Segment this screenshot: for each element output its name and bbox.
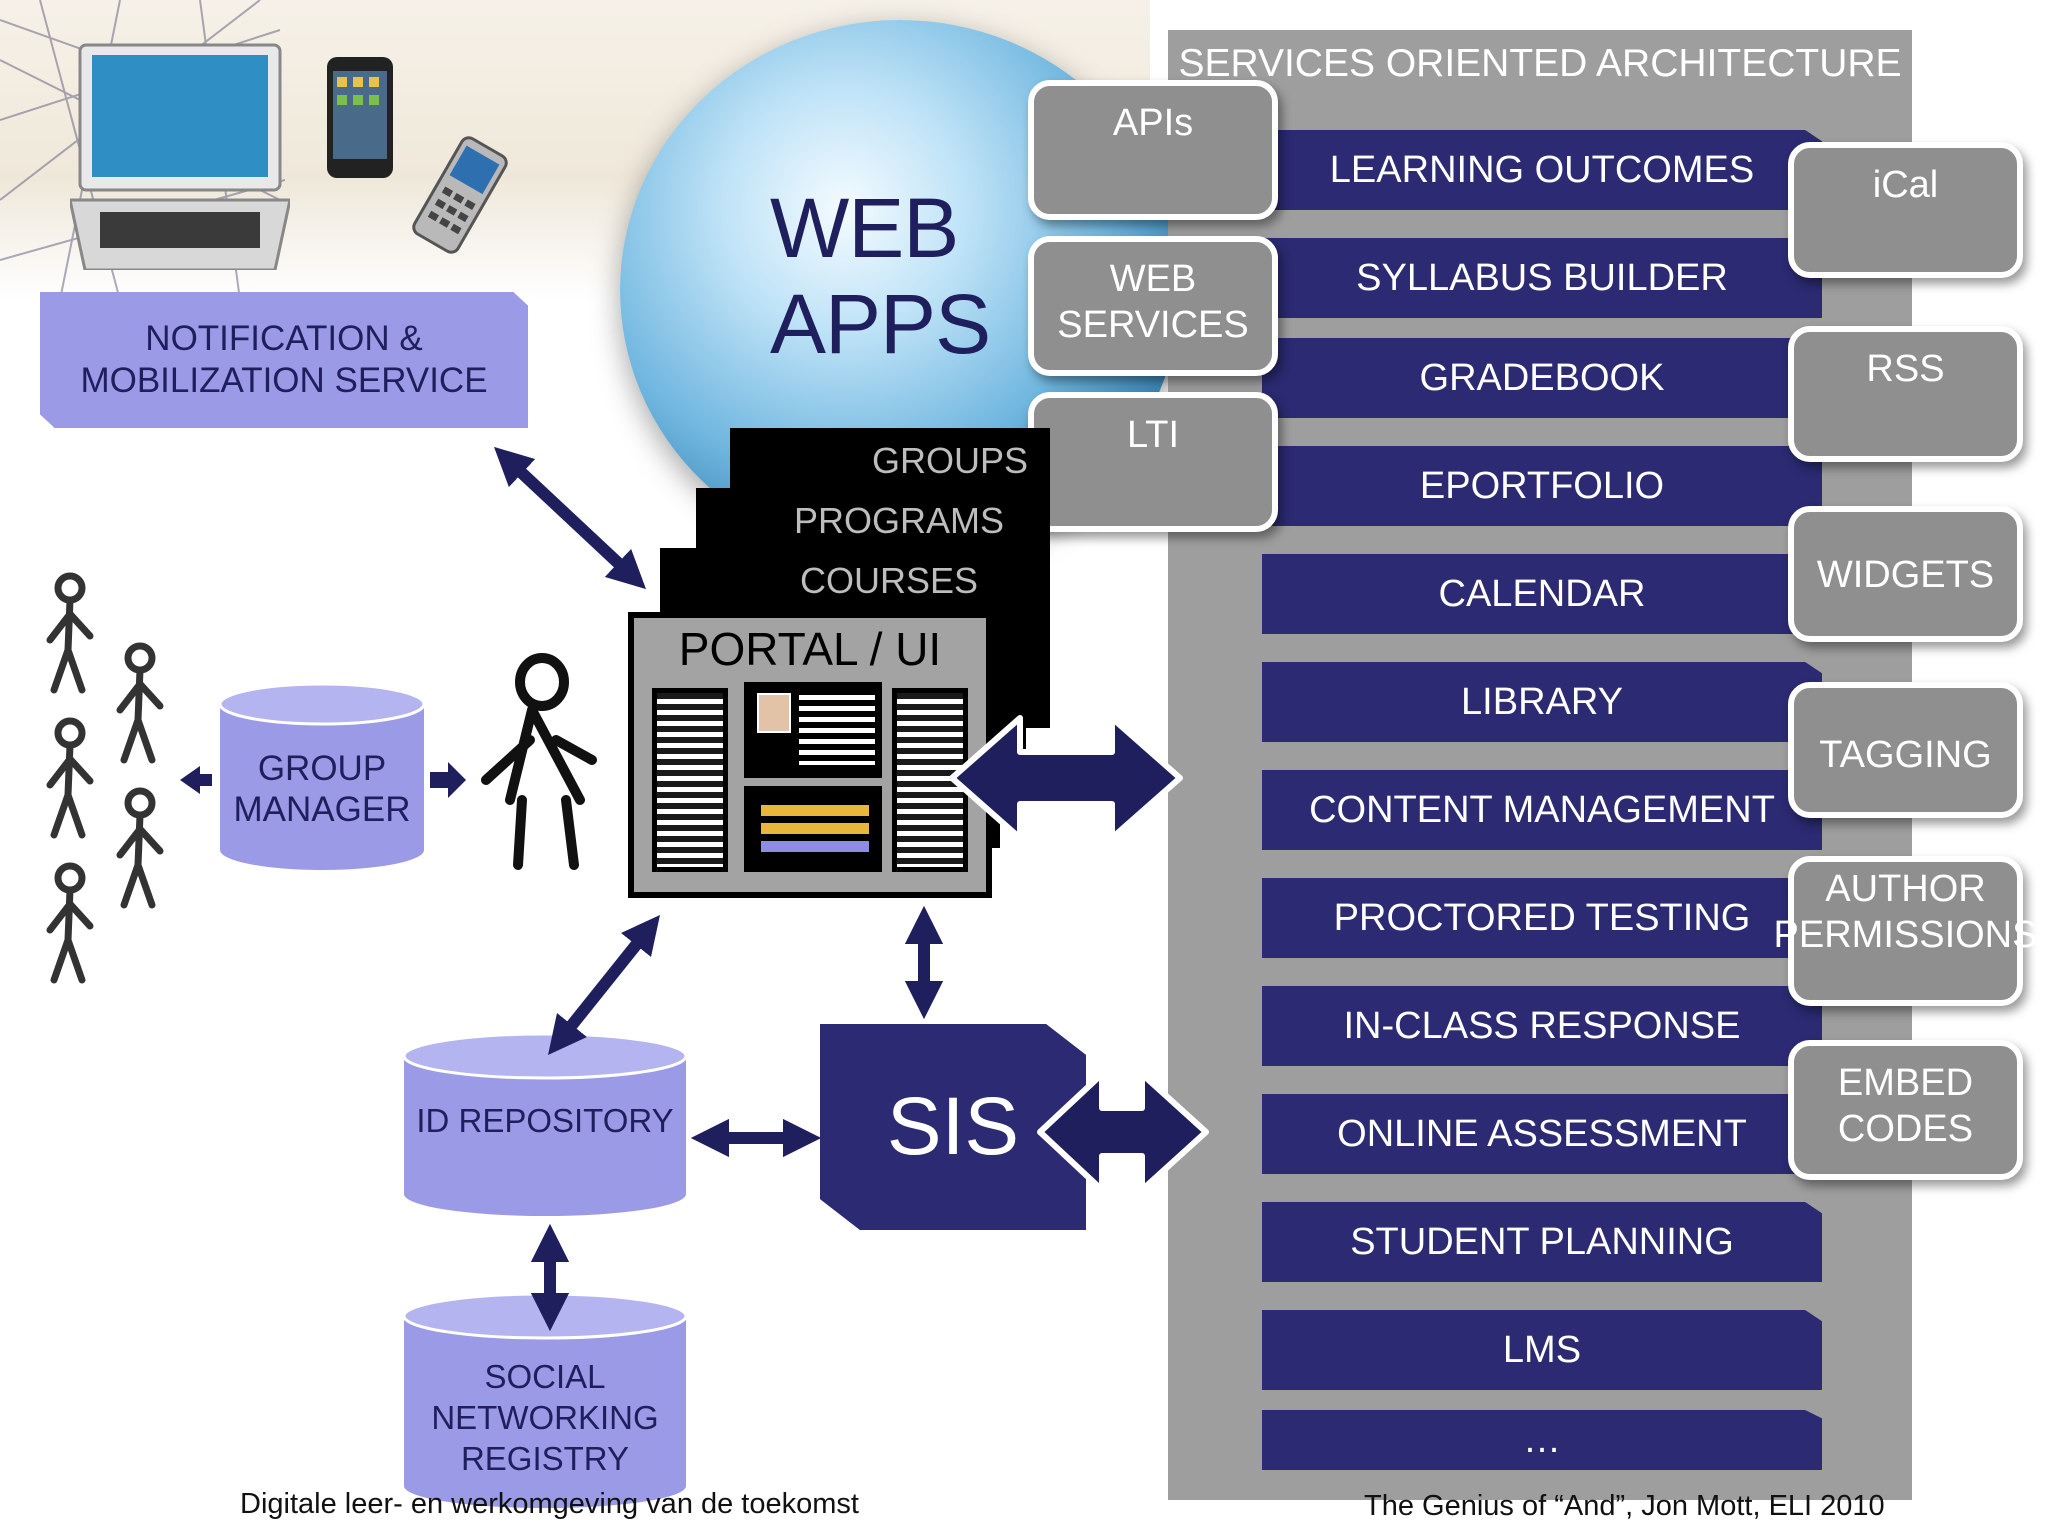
arrow-notification-portal — [493, 446, 647, 590]
connector-rss: RSS — [1788, 326, 2023, 462]
connector-web-services: WEB SERVICES — [1028, 236, 1278, 376]
connector-widgets: WIDGETS — [1788, 506, 2023, 642]
people-group-icon — [46, 572, 164, 984]
connector-apis: APIs — [1028, 80, 1278, 220]
service-bar: LEARNING OUTCOMES — [1262, 130, 1822, 210]
laptop-icon — [70, 43, 290, 270]
footer-right-caption: The Genius of “And”, Jon Mott, ELI 2010 — [1364, 1490, 1885, 1522]
person-icon — [481, 653, 597, 870]
bar-yellow — [761, 823, 869, 834]
service-bar: EPORTFOLIO — [1262, 446, 1822, 526]
id-repository-label: ID REPOSITORY — [416, 1102, 674, 1139]
service-bar: CONTENT MANAGEMENT — [1262, 770, 1822, 850]
service-bar: SYLLABUS BUILDER — [1262, 238, 1822, 318]
connector-ical: iCal — [1788, 142, 2023, 278]
soa-title: SERVICES ORIENTED ARCHITECTURE — [1178, 42, 1902, 85]
service-bar: GRADEBOOK — [1262, 338, 1822, 418]
connector-embed-codes: EMBED CODES — [1788, 1040, 2023, 1180]
service-bar: IN-CLASS RESPONSE — [1262, 986, 1822, 1066]
service-bar: CALENDAR — [1262, 554, 1822, 634]
footer-left-caption: Digitale leer- en werkomgeving van de to… — [240, 1488, 859, 1520]
arrow-portal-id — [548, 915, 660, 1055]
headline-line: WEB — [770, 181, 959, 275]
mobile-phone-icon — [412, 136, 508, 254]
portal-profile-panel — [744, 682, 882, 778]
bar-lavender — [761, 841, 869, 852]
avatar — [757, 693, 791, 733]
web-apps-headline: WEB APPS — [770, 180, 991, 372]
service-bar: STUDENT PLANNING — [1262, 1202, 1822, 1282]
service-bar: … — [1262, 1410, 1822, 1470]
social-registry-label: SOCIAL NETWORKING REGISTRY — [431, 1358, 659, 1477]
connector-author-permissions: AUTHOR PERMISSIONS — [1774, 856, 2037, 1006]
sis-box: SIS — [820, 1024, 1086, 1230]
smartphone-icon — [327, 57, 393, 178]
portal-right-column — [892, 688, 968, 872]
arrow-group-to-person — [430, 762, 466, 798]
service-bar: ONLINE ASSESSMENT — [1262, 1094, 1822, 1174]
portal-left-column — [652, 688, 728, 872]
service-bar: LIBRARY — [1262, 662, 1822, 742]
bar-yellow — [761, 805, 869, 816]
service-bar: PROCTORED TESTING — [1262, 878, 1822, 958]
connector-tagging: TAGGING — [1788, 682, 2023, 818]
portal-title: PORTAL / UI — [678, 623, 942, 675]
portal-bars-panel — [744, 786, 882, 872]
profile-text-lines — [799, 695, 875, 765]
connector-lti: LTI — [1028, 392, 1278, 532]
group-manager-label: GROUP MANAGER — [233, 749, 411, 829]
notification-service-box: NOTIFICATION & MOBILIZATION SERVICE — [40, 292, 528, 428]
headline-line: APPS — [770, 277, 991, 371]
service-bar: LMS — [1262, 1310, 1822, 1390]
group-manager-cylinder — [218, 682, 426, 870]
